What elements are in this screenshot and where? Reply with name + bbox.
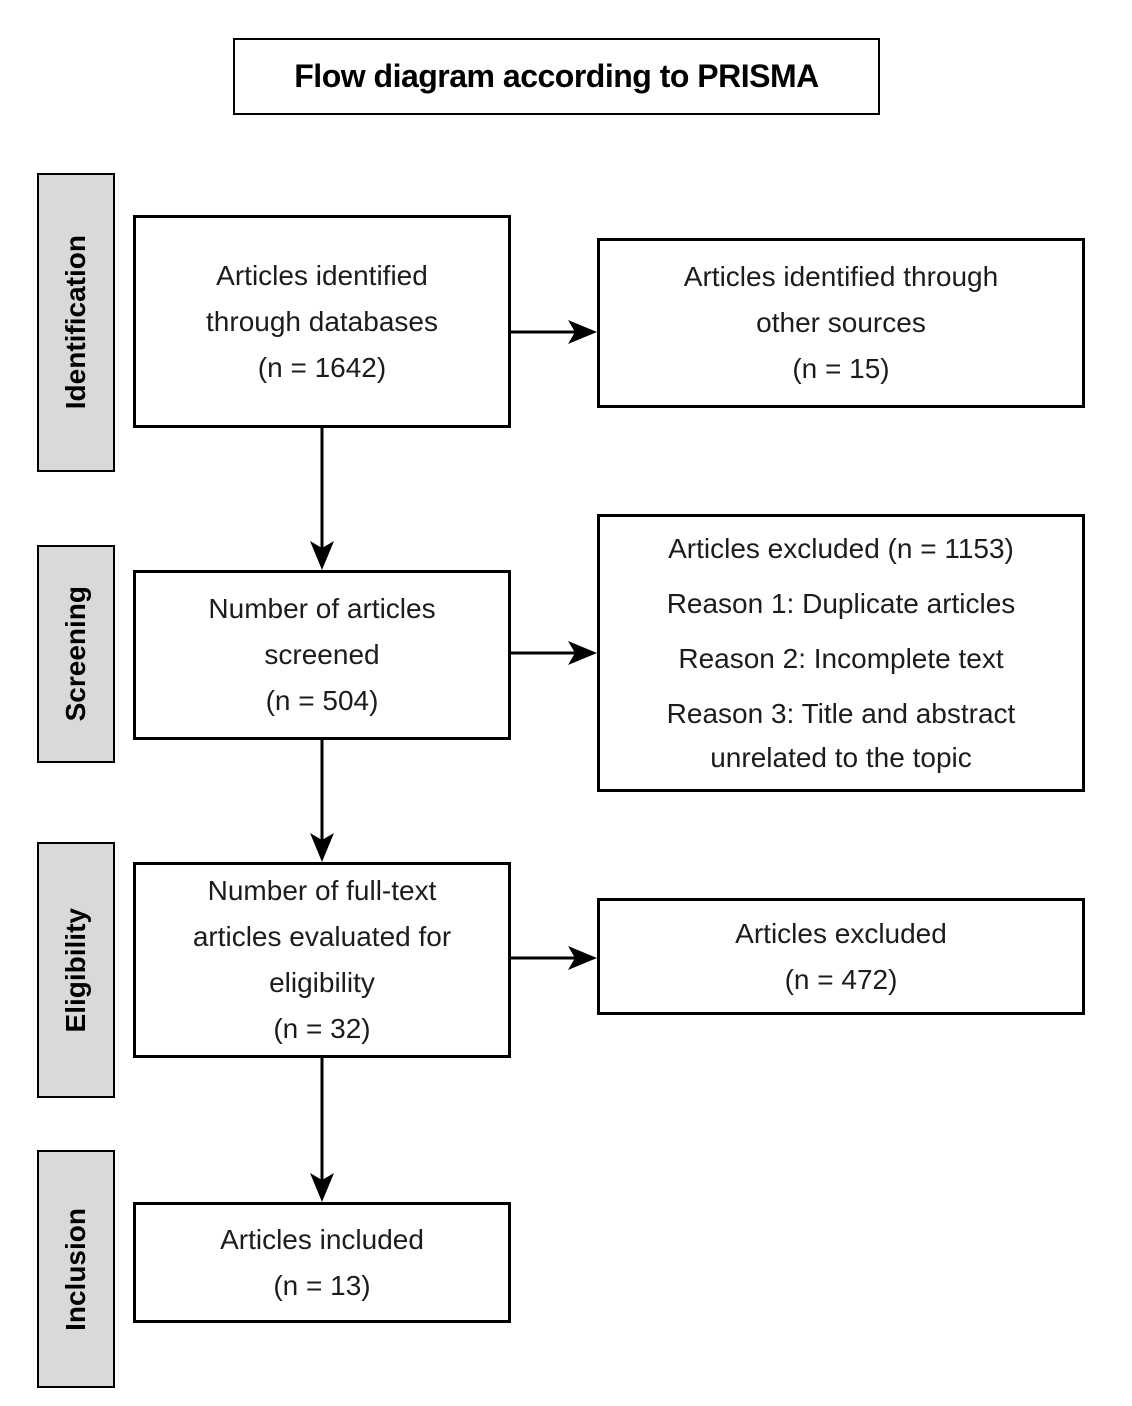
box-articles-screened: Number of articles screened (n = 504) — [133, 570, 511, 740]
box-text-line: Number of full-text — [207, 875, 437, 906]
box-text-line: Reason 1: Duplicate articles — [666, 587, 1016, 619]
stage-label-text: Screening — [60, 586, 91, 722]
box-text-line: through databases — [206, 305, 438, 337]
box-text-line: Articles included — [220, 1223, 424, 1255]
box-text-line: Articles excluded (n = 1153) — [668, 532, 1014, 564]
arrow-down-fulltext-to-included-icon — [310, 1058, 334, 1202]
stage-label-text: Identification — [60, 235, 91, 410]
box-identified-databases: Articles identified through databases (n… — [133, 215, 511, 428]
arrow-right-identified-to-other-icon — [511, 320, 597, 344]
arrow-down-identified-to-screened-icon — [310, 428, 334, 570]
box-articles-included: Articles included (n = 13) — [133, 1202, 511, 1323]
arrow-right-fulltext-to-excluded-icon — [511, 946, 597, 970]
box-text-line: (n = 504) — [265, 685, 379, 716]
box-text-line: Articles identified through — [683, 261, 999, 292]
box-excluded-after-screening: Articles excluded (n = 1153) Reason 1: D… — [597, 514, 1085, 792]
box-text-line: Reason 3: Title and abstract unrelated t… — [666, 697, 1016, 773]
box-excluded-after-eligibility: Articles excluded (n = 472) — [597, 898, 1085, 1015]
diagram-title: Flow diagram according to PRISMA — [294, 58, 819, 94]
box-text-line: (n = 32) — [273, 1013, 371, 1044]
stage-label-eligibility: Eligibility — [37, 842, 115, 1098]
diagram-title-box: Flow diagram according to PRISMA — [233, 38, 880, 115]
box-identified-other-sources: Articles identified through other source… — [597, 238, 1085, 408]
arrow-right-screened-to-excluded-icon — [511, 641, 597, 665]
box-text-line: (n = 15) — [792, 353, 890, 384]
box-text-line: (n = 13) — [273, 1269, 371, 1301]
box-text-line: (n = 472) — [784, 963, 898, 995]
arrow-down-screened-to-fulltext-icon — [310, 740, 334, 862]
box-text-line: other sources — [756, 307, 926, 338]
box-text-line: articles evaluated for — [192, 921, 452, 952]
box-fulltext-evaluated: Number of full-text articles evaluated f… — [133, 862, 511, 1058]
stage-label-text: Eligibility — [60, 907, 91, 1033]
box-text-line: eligibility — [269, 967, 375, 998]
box-text-line: Reason 2: Incomplete text — [678, 642, 1004, 674]
stage-label-screening: Screening — [37, 545, 115, 763]
box-text-line: (n = 1642) — [257, 351, 387, 383]
box-text-line: screened — [264, 639, 380, 670]
box-text-line: Articles excluded — [735, 917, 947, 949]
box-text-line: Number of articles — [208, 593, 436, 624]
stage-label-identification: Identification — [37, 173, 115, 472]
box-text-line: Articles identified — [216, 259, 428, 291]
stage-label-text: Inclusion — [60, 1207, 91, 1331]
stage-label-inclusion: Inclusion — [37, 1150, 115, 1388]
